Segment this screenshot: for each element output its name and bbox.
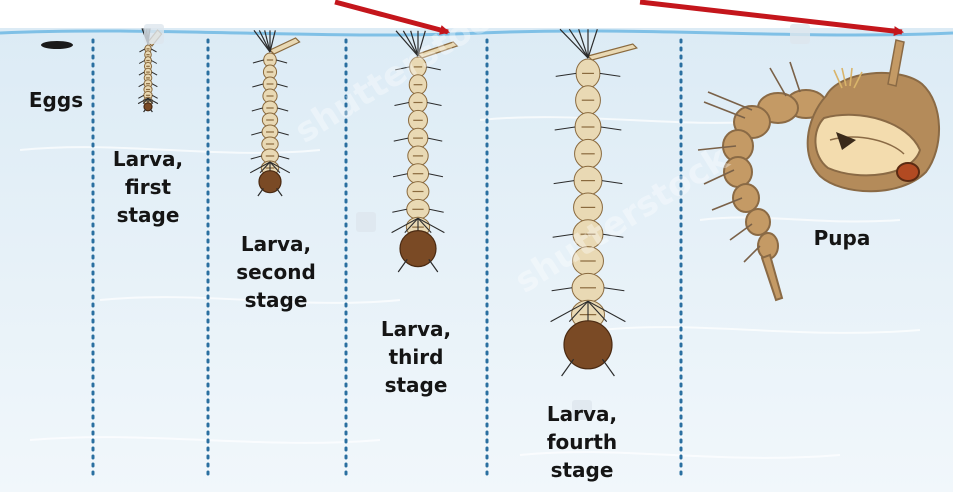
arrow-right bbox=[640, 2, 902, 32]
label-larva-first-stage: Larva, first stage bbox=[113, 145, 183, 229]
label-larva-second-stage: Larva, second stage bbox=[236, 230, 316, 314]
label-larva-fourth-stage: Larva, fourth stage bbox=[547, 400, 617, 484]
label-eggs: Eggs bbox=[29, 86, 83, 114]
eggs-illustration bbox=[41, 41, 73, 49]
label-pupa: Pupa bbox=[814, 224, 871, 252]
arrow-left bbox=[335, 2, 448, 32]
label-larva-third-stage: Larva, third stage bbox=[381, 315, 451, 399]
pupa-eye bbox=[897, 163, 919, 181]
